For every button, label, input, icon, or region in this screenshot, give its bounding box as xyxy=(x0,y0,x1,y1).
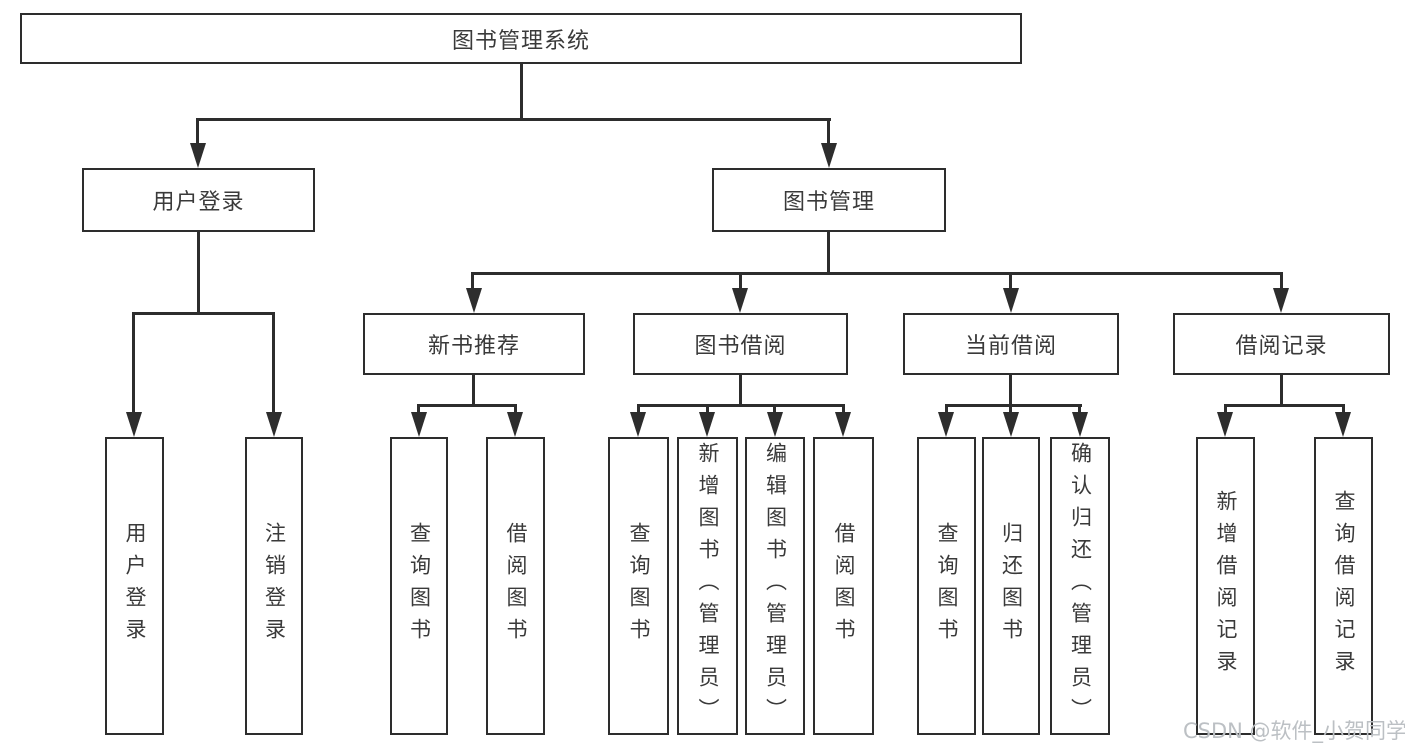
node-book-borrow: 图书借阅 xyxy=(633,313,848,375)
arrow-down-icon xyxy=(835,412,851,437)
connector-drop-leaf xyxy=(514,404,517,414)
connector-userlogin-branch xyxy=(132,312,275,315)
connector-drop-l3 xyxy=(1009,272,1012,290)
connector-drop-leaf xyxy=(417,404,420,414)
connector-records-branch xyxy=(1224,404,1345,407)
arrow-down-icon xyxy=(1072,412,1088,437)
node-current-borrow: 当前借阅 xyxy=(903,313,1119,375)
arrow-down-icon xyxy=(630,412,646,437)
arrow-down-icon xyxy=(732,288,748,313)
leaf-logout: 注销登录 xyxy=(245,437,303,735)
arrow-down-icon xyxy=(266,412,282,437)
arrow-down-icon xyxy=(466,288,482,313)
leaf-borrow-books: 借阅图书 xyxy=(813,437,874,735)
connector-drop-book-management xyxy=(827,118,830,146)
connector-drop-l3 xyxy=(739,272,742,290)
arrow-down-icon xyxy=(411,412,427,437)
connector-drop-user-login xyxy=(196,118,199,146)
connector-drop-leaf xyxy=(1009,404,1012,414)
node-book-management: 图书管理 xyxy=(712,168,946,232)
node-borrow-records: 借阅记录 xyxy=(1173,313,1390,375)
connector-drop-l3 xyxy=(471,272,474,290)
connector-records-stem xyxy=(1280,375,1283,406)
connector-root-branch xyxy=(196,118,831,121)
arrow-down-icon xyxy=(126,412,142,437)
leaf-query-borrow-record: 查询借阅记录 xyxy=(1314,437,1373,735)
connector-drop-leaf xyxy=(132,312,135,414)
connector-bookborrow-stem xyxy=(739,375,742,406)
connector-bookmgmt-branch xyxy=(471,272,1281,275)
connector-currentborrow-branch xyxy=(945,404,1082,407)
csdn-watermark: CSDN @软件_小贺同学 xyxy=(1183,719,1405,743)
leaf-query-books-current: 查询图书 xyxy=(917,437,976,735)
leaf-return-books: 归还图书 xyxy=(982,437,1040,735)
arrow-down-icon xyxy=(1003,412,1019,437)
connector-drop-leaf xyxy=(706,404,709,414)
connector-drop-l3 xyxy=(1280,272,1283,290)
arrow-down-icon xyxy=(1003,288,1019,313)
node-root: 图书管理系统 xyxy=(20,13,1022,64)
connector-drop-leaf xyxy=(842,404,845,414)
leaf-confirm-return-admin: 确认归还（管理员） xyxy=(1050,437,1110,735)
leaf-add-books-admin: 新增图书（管理员） xyxy=(677,437,738,735)
connector-drop-leaf xyxy=(637,404,640,414)
arrow-down-icon xyxy=(507,412,523,437)
arrow-down-icon xyxy=(938,412,954,437)
arrow-down-icon xyxy=(699,412,715,437)
connector-bookmgmt-stem xyxy=(827,232,830,275)
connector-drop-leaf xyxy=(945,404,948,414)
leaf-borrow-books-recommend: 借阅图书 xyxy=(486,437,545,735)
connector-bookborrow-branch xyxy=(637,404,845,407)
leaf-edit-books-admin: 编辑图书（管理员） xyxy=(745,437,805,735)
connector-drop-leaf xyxy=(1078,404,1081,414)
connector-drop-leaf xyxy=(1342,404,1345,414)
leaf-query-books-borrow: 查询图书 xyxy=(608,437,669,735)
arrow-down-icon xyxy=(1273,288,1289,313)
arrow-down-icon xyxy=(1217,412,1233,437)
connector-recommend-stem xyxy=(472,375,475,406)
connector-drop-leaf xyxy=(1224,404,1227,414)
leaf-add-borrow-record: 新增借阅记录 xyxy=(1196,437,1255,735)
node-new-book-recommend: 新书推荐 xyxy=(363,313,585,375)
connector-drop-leaf xyxy=(773,404,776,414)
connector-drop-leaf xyxy=(272,312,275,414)
leaf-user-login: 用户登录 xyxy=(105,437,164,735)
connector-userlogin-stem xyxy=(197,232,200,315)
connector-root-stem xyxy=(520,64,523,120)
node-user-login: 用户登录 xyxy=(82,168,315,232)
connector-recommend-branch xyxy=(417,404,517,407)
connector-currentborrow-stem xyxy=(1009,375,1012,406)
arrow-down-icon xyxy=(190,143,206,168)
arrow-down-icon xyxy=(767,412,783,437)
leaf-query-books-recommend: 查询图书 xyxy=(390,437,448,735)
arrow-down-icon xyxy=(821,143,837,168)
arrow-down-icon xyxy=(1335,412,1351,437)
